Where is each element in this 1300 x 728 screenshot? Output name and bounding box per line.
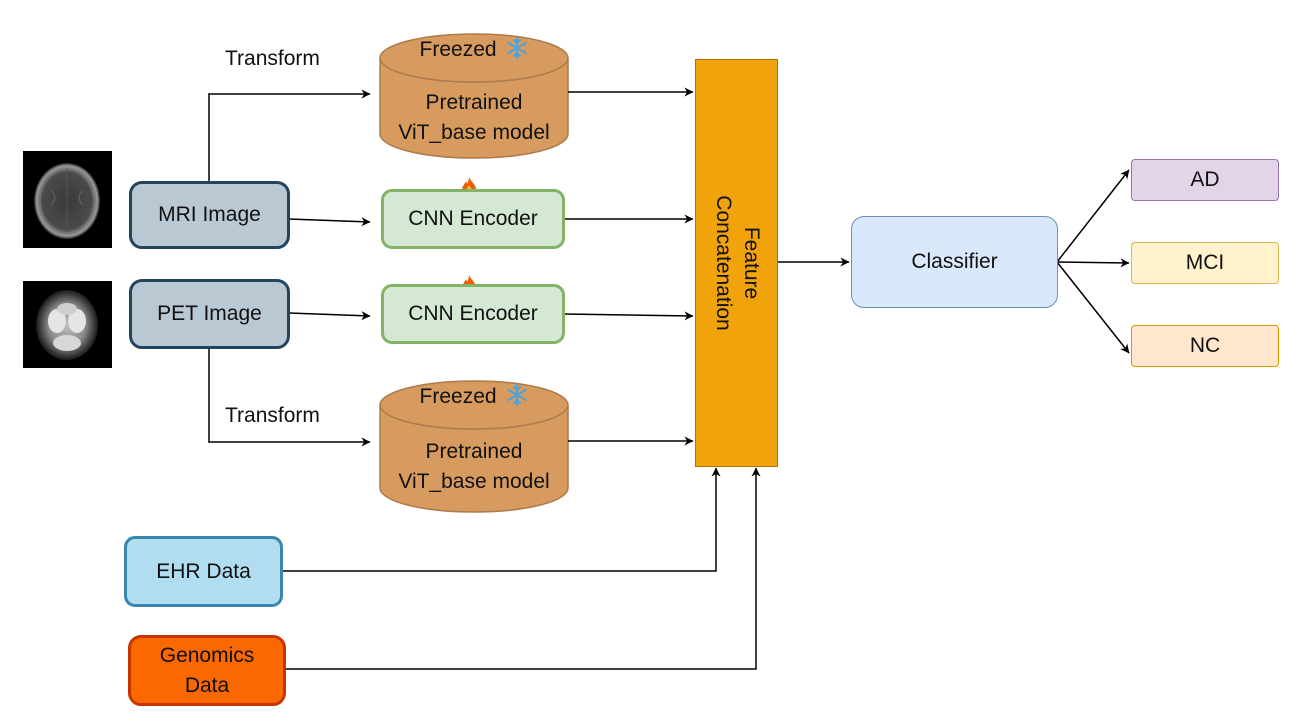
snowflake-icon <box>507 37 528 59</box>
cnn-encoder-top-label: CNN Encoder <box>408 207 538 230</box>
output-ad-label: AD <box>1190 168 1220 191</box>
vit-bottom-model-text: Pretrained ViT_base model <box>380 437 568 497</box>
edge-classifier-to-mci <box>1056 258 1130 268</box>
vit-bottom-status: Freezed <box>380 382 568 412</box>
pet-image-node: PET Image <box>129 279 290 349</box>
output-nc-label: NC <box>1189 334 1221 357</box>
ehr-data-node: EHR Data <box>124 536 283 607</box>
pet-image-label: PET Image <box>157 302 262 325</box>
mri-brain-thumbnail <box>23 151 112 248</box>
genomics-line2: Data <box>184 673 230 697</box>
edge-pet-to-cnn-bottom <box>288 311 371 321</box>
edge-mri-to-cnn-top <box>288 217 371 227</box>
vit-top-line1: Pretrained <box>425 91 523 114</box>
edge-mri-to-vit-top <box>208 89 371 181</box>
genomics-line1: Genomics <box>159 643 255 667</box>
vit-top-model-text: Pretrained ViT_base model <box>380 88 568 148</box>
edge-classifier-to-ad <box>1056 169 1130 263</box>
vit-top-line2: ViT_base model <box>398 121 550 144</box>
feature-concatenation-node: Feature Concatenation <box>695 59 778 467</box>
edge-genomics-to-concat <box>285 467 761 670</box>
feature-concatenation-text: Feature Concatenation <box>709 195 765 330</box>
edge-pet-to-vit-bottom <box>208 349 371 447</box>
mri-image-node: MRI Image <box>129 181 290 249</box>
classifier-node: Classifier <box>851 216 1058 308</box>
output-ad-node: AD <box>1131 159 1279 201</box>
vit-bottom-line1: Pretrained <box>425 440 523 463</box>
edge-ehr-to-concat <box>282 467 721 572</box>
ehr-data-label: EHR Data <box>156 559 251 583</box>
output-mci-node: MCI <box>1131 242 1279 284</box>
genomics-data-node: Genomics Data <box>128 635 286 706</box>
output-nc-node: NC <box>1131 325 1279 367</box>
cnn-encoder-top-node: CNN Encoder <box>381 189 565 249</box>
vit-bottom-line2: ViT_base model <box>398 470 550 493</box>
concat-line1: Feature <box>739 226 763 300</box>
concat-line2: Concatenation <box>711 195 735 331</box>
mri-image-label: MRI Image <box>158 203 261 226</box>
classifier-label: Classifier <box>911 250 998 273</box>
pet-brain-thumbnail <box>23 281 112 368</box>
edge-cnn-bottom-to-concat <box>563 311 694 321</box>
vit-top-status: Freezed <box>380 35 568 65</box>
vit-top-status-label: Freezed <box>419 38 497 61</box>
output-mci-label: MCI <box>1185 251 1225 274</box>
edge-classifier-to-nc <box>1056 261 1130 354</box>
cnn-encoder-bottom-label: CNN Encoder <box>408 302 538 325</box>
snowflake-icon <box>507 384 528 406</box>
transform-label-bottom: Transform <box>225 404 320 427</box>
transform-label-top: Transform <box>225 47 320 70</box>
cnn-encoder-bottom-node: CNN Encoder <box>381 284 565 344</box>
vit-bottom-status-label: Freezed <box>419 385 497 408</box>
